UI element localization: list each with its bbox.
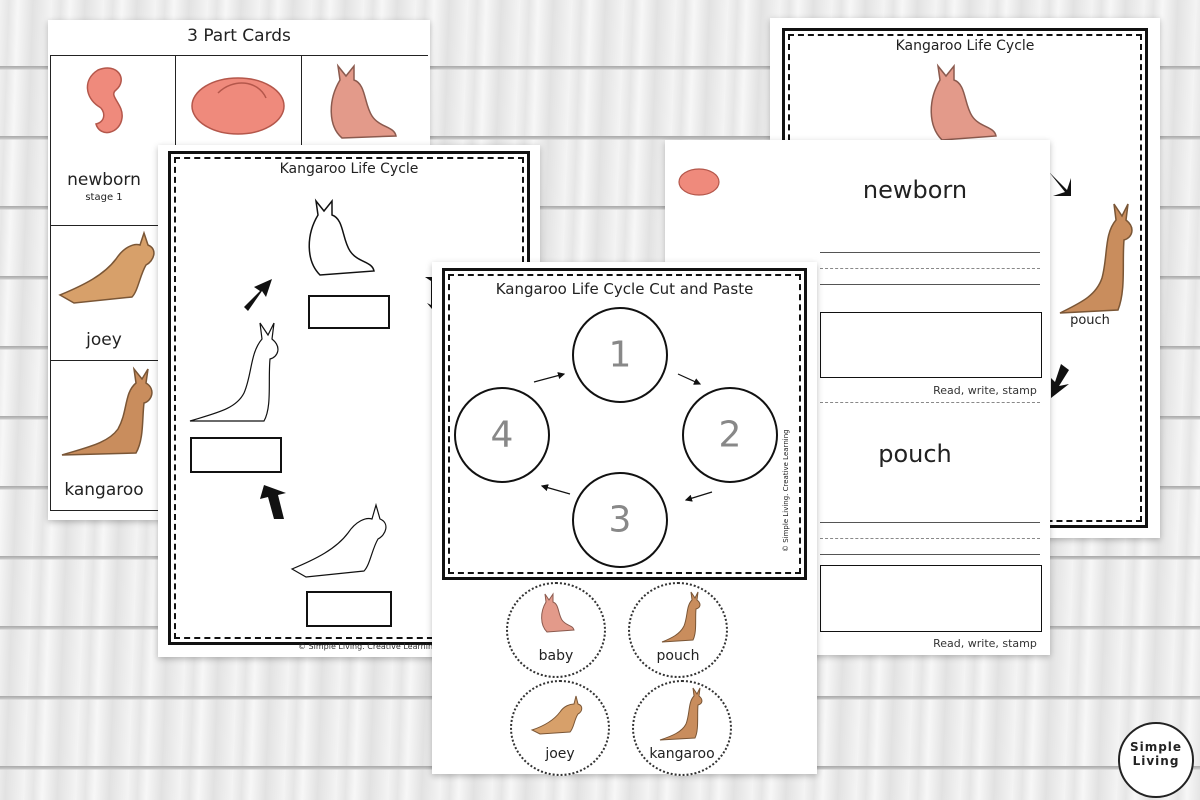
section-divider [820,402,1040,403]
cutout-token-pouch: pouch [628,582,728,678]
card-label-newborn: newborn [67,170,141,190]
writing-word-pouch: pouch [878,440,952,468]
label-box-top [308,295,390,329]
stage-number: 2 [718,414,742,456]
arrow-up-right-icon [244,279,272,311]
arrow-icon [1049,172,1071,196]
token-label: pouch [656,648,700,664]
stage-number: 1 [608,334,632,376]
stage-number: 3 [608,499,632,541]
cutout-token-kangaroo: kangaroo [632,680,732,776]
joey-color-image [930,63,997,141]
copyright-side-text: © Simple Living. Creative Learning [782,429,790,552]
token-label: baby [538,648,574,664]
arrow-icon [677,373,702,385]
writing-guide-line [820,268,1040,269]
card-label-stage: stage 1 [85,192,123,203]
baby-kangaroo-image [541,592,575,633]
joey-hopping-outline-image [290,502,387,578]
stage-circle-3: 3 [572,472,668,568]
writing-line [820,284,1040,285]
writing-guide-line [820,538,1040,539]
stamp-box [820,312,1042,378]
arrow-down-icon [1051,364,1069,398]
newborn-kangaroo-image [86,67,123,134]
arrow-icon [540,484,571,495]
cutout-token-baby: baby [506,582,606,678]
simple-living-logo: Simple Living [1118,722,1194,798]
joey-outline-image [308,198,375,276]
label-box-bottom [306,591,392,627]
logo-line-2: Living [1132,754,1180,768]
cut-paste-title: Kangaroo Life Cycle Cut and Paste [495,280,754,298]
joey-image [530,695,583,735]
logo-line-1: Simple [1129,740,1183,754]
baby-kangaroo-curled-image [191,77,285,135]
arrow-up-icon [260,485,286,519]
instruction-text: Read, write, stamp [933,637,1037,650]
adult-kangaroo-image [659,687,703,741]
cutout-token-joey: joey [510,680,610,776]
joey-image [330,63,397,139]
writing-line [820,554,1040,555]
part-cards-title: 3 Part Cards [187,26,291,46]
token-label: joey [545,746,575,762]
label-box-left [190,437,282,473]
joey-hopping-image [58,230,155,304]
curled-baby-image [678,168,720,196]
kangaroo-with-joey-image [1059,203,1133,314]
cut-paste-sheet: Kangaroo Life Cycle Cut and Paste 1 2 3 … [432,262,817,776]
decorative-border [442,268,807,580]
arrow-icon [684,491,713,502]
stage-circle-2: 2 [682,387,778,483]
writing-line [820,252,1040,253]
stage-number: 4 [490,414,514,456]
writing-line [820,522,1040,523]
token-label: kangaroo [649,746,715,762]
kangaroo-with-joey-image [661,591,701,643]
instruction-text: Read, write, stamp [933,384,1037,397]
adult-kangaroo-outline-image [189,322,279,422]
color-sheet-title: Kangaroo Life Cycle [895,38,1035,54]
card-label-kangaroo: kangaroo [64,480,144,500]
adult-kangaroo-image [61,366,153,456]
card-label-joey: joey [86,330,122,350]
copyright-footer: © Simple Living. Creative Learning [298,642,439,651]
color-sheet-label: pouch [1070,313,1110,328]
stage-circle-4: 4 [454,387,550,483]
arrow-icon [533,372,566,383]
writing-word-newborn: newborn [862,176,968,204]
life-cycle-title: Kangaroo Life Cycle [279,161,419,177]
stamp-box [820,565,1042,632]
cycle-arrows [533,372,713,502]
stage-circle-1: 1 [572,307,668,403]
